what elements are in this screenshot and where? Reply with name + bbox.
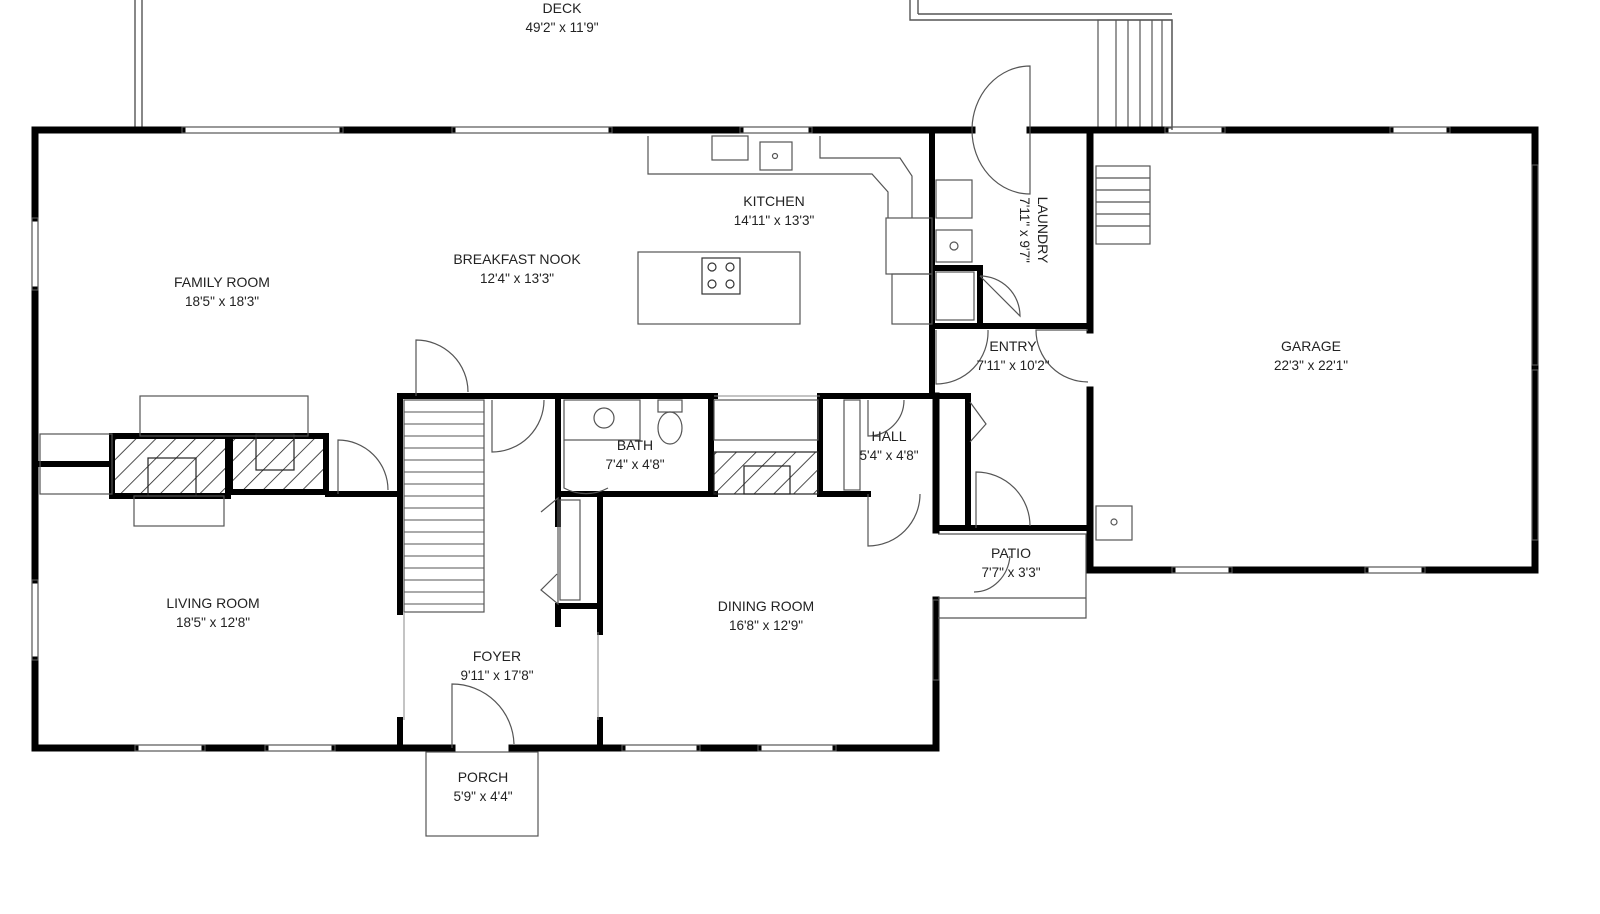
room-hall: HALL 5'4" x 4'8" — [859, 428, 918, 463]
garage-stairs — [1095, 165, 1151, 245]
room-name: PATIO — [991, 545, 1031, 561]
room-family-room: FAMILY ROOM 18'5" x 18'3" — [174, 274, 270, 309]
interior-stairs — [403, 399, 485, 613]
room-dimensions: 18'5" x 12'8" — [176, 615, 250, 630]
room-name: KITCHEN — [743, 193, 804, 209]
room-name: PORCH — [458, 769, 509, 785]
room-name: HALL — [871, 428, 906, 444]
cooktop-icon — [701, 257, 741, 295]
room-name: DECK — [543, 0, 583, 16]
room-dimensions: 49'2" x 11'9" — [525, 20, 598, 35]
room-dimensions: 18'5" x 18'3" — [185, 294, 259, 309]
garage-sink-icon — [1095, 505, 1133, 541]
room-name: BATH — [617, 437, 653, 453]
fireplace — [39, 395, 329, 527]
room-deck: DECK 49'2" x 11'9" — [525, 0, 598, 35]
door-swings — [337, 65, 1089, 748]
room-name: LAUNDRY — [1035, 197, 1051, 264]
room-garage: GARAGE 22'3" x 22'1" — [1274, 338, 1348, 373]
room-dimensions: 12'4" x 13'3" — [480, 271, 554, 286]
windows — [31, 126, 1539, 752]
room-laundry: LAUNDRY 7'11" x 9'7" — [1017, 197, 1051, 264]
stair-treads — [404, 411, 484, 605]
kitchen-island — [637, 251, 801, 325]
room-dimensions: 5'9" x 4'4" — [453, 789, 512, 804]
room-breakfast-nook: BREAKFAST NOOK 12'4" x 13'3" — [453, 251, 581, 286]
room-kitchen: KITCHEN 14'11" x 13'3" — [734, 193, 815, 228]
room-name: GARAGE — [1281, 338, 1341, 354]
room-entry: ENTRY 7'11" x 10'2" — [976, 338, 1049, 373]
porch-outline — [425, 751, 539, 837]
room-dimensions: 22'3" x 22'1" — [1274, 358, 1348, 373]
room-dimensions: 16'8" x 12'9" — [729, 618, 803, 633]
room-name: BREAKFAST NOOK — [453, 251, 581, 267]
room-dimensions: 5'4" x 4'8" — [859, 448, 918, 463]
room-bath: BATH 7'4" x 4'8" — [605, 437, 664, 472]
room-dimensions: 7'11" x 9'7" — [1017, 197, 1032, 263]
laundry-fixtures — [935, 179, 975, 321]
room-dimensions: 7'7" x 3'3" — [981, 565, 1040, 580]
exterior-walls — [31, 126, 1539, 752]
room-name: FAMILY ROOM — [174, 274, 270, 290]
deck-area — [134, 0, 1173, 130]
deck-stairs — [1097, 19, 1173, 129]
hall-closet — [559, 399, 861, 601]
room-foyer: FOYER 9'11" x 17'8" — [460, 648, 533, 683]
room-name: LIVING ROOM — [166, 595, 259, 611]
room-name: FOYER — [473, 648, 521, 664]
room-name: DINING ROOM — [718, 598, 814, 614]
room-patio: PATIO 7'7" x 3'3" — [981, 545, 1040, 580]
room-dining-room: DINING ROOM 16'8" x 12'9" — [718, 598, 814, 633]
kitchen-counters — [647, 135, 933, 325]
patio-outline — [938, 533, 1087, 619]
room-living-room: LIVING ROOM 18'5" x 12'8" — [166, 595, 259, 630]
kitchen-sink-icon — [759, 141, 793, 171]
bath-fixtures — [563, 399, 683, 445]
room-dimensions: 7'11" x 10'2" — [976, 358, 1049, 373]
room-name: ENTRY — [989, 338, 1037, 354]
room-dimensions: 7'4" x 4'8" — [605, 457, 664, 472]
openings — [403, 395, 820, 720]
closet-hatch — [713, 399, 819, 495]
room-porch: PORCH 5'9" x 4'4" — [453, 769, 512, 804]
room-dimensions: 14'11" x 13'3" — [734, 213, 815, 228]
room-dimensions: 9'11" x 17'8" — [460, 668, 533, 683]
